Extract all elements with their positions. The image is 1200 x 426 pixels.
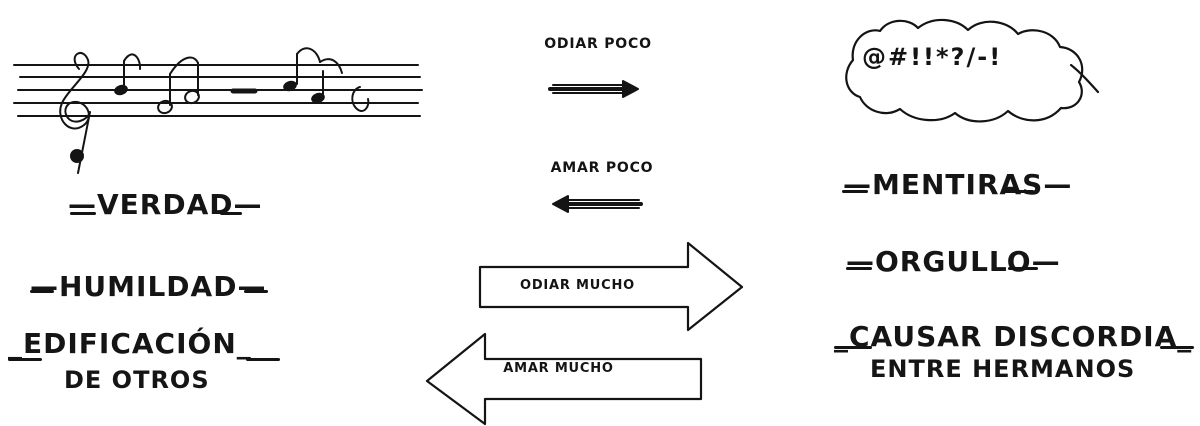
- humildad-label: —HUMILDAD—: [30, 270, 267, 303]
- edificacion-line1: _EDIFICACIÓN_: [8, 327, 252, 360]
- edificacion-line2: DE OTROS: [64, 366, 210, 394]
- verdad-line-left: [70, 212, 96, 215]
- music-staff-icon: [13, 47, 423, 174]
- edificacion-line-right: [246, 358, 280, 361]
- left-arrow-icon: [552, 195, 643, 213]
- diagram-canvas: —VERDAD— —HUMILDAD— _EDIFICACIÓN_ DE OTR…: [8, 18, 1194, 426]
- amar-poco-label: AMAR POCO: [550, 160, 654, 176]
- speech-bubble-text: @#!!*?/-!: [862, 43, 1003, 71]
- mentiras-label: —MENTIRAS—: [843, 168, 1073, 201]
- right-arrow-icon: [548, 80, 639, 98]
- verdad-line-right: [220, 212, 242, 215]
- odiar-mucho-label: ODIAR MUCHO: [519, 278, 636, 293]
- causar-line-right: [1160, 346, 1194, 349]
- amar-mucho-arrow: [425, 332, 703, 426]
- odiar-poco-label: ODIAR POCO: [544, 36, 652, 52]
- orgullo-line-right: [1008, 267, 1038, 270]
- causar-line2: ENTRE HERMANOS: [870, 355, 1136, 383]
- humildad-line-right: [244, 290, 268, 293]
- mentiras-line-right: [1004, 190, 1034, 193]
- edificacion-line-left: [8, 358, 42, 361]
- verdad-label: —VERDAD—: [68, 188, 263, 221]
- humildad-line-left: [30, 290, 54, 293]
- amar-mucho-label: AMAR MUCHO: [503, 361, 614, 376]
- orgullo-label: —ORGULLO—: [846, 245, 1061, 278]
- odiar-mucho-arrow: [478, 241, 744, 332]
- orgullo-line-left: [846, 267, 872, 270]
- causar-line1: _CAUSAR DISCORDIA_: [834, 320, 1193, 353]
- speech-bubble-icon: [845, 18, 1100, 123]
- mentiras-line-left: [842, 190, 868, 193]
- causar-line-left: [834, 346, 872, 349]
